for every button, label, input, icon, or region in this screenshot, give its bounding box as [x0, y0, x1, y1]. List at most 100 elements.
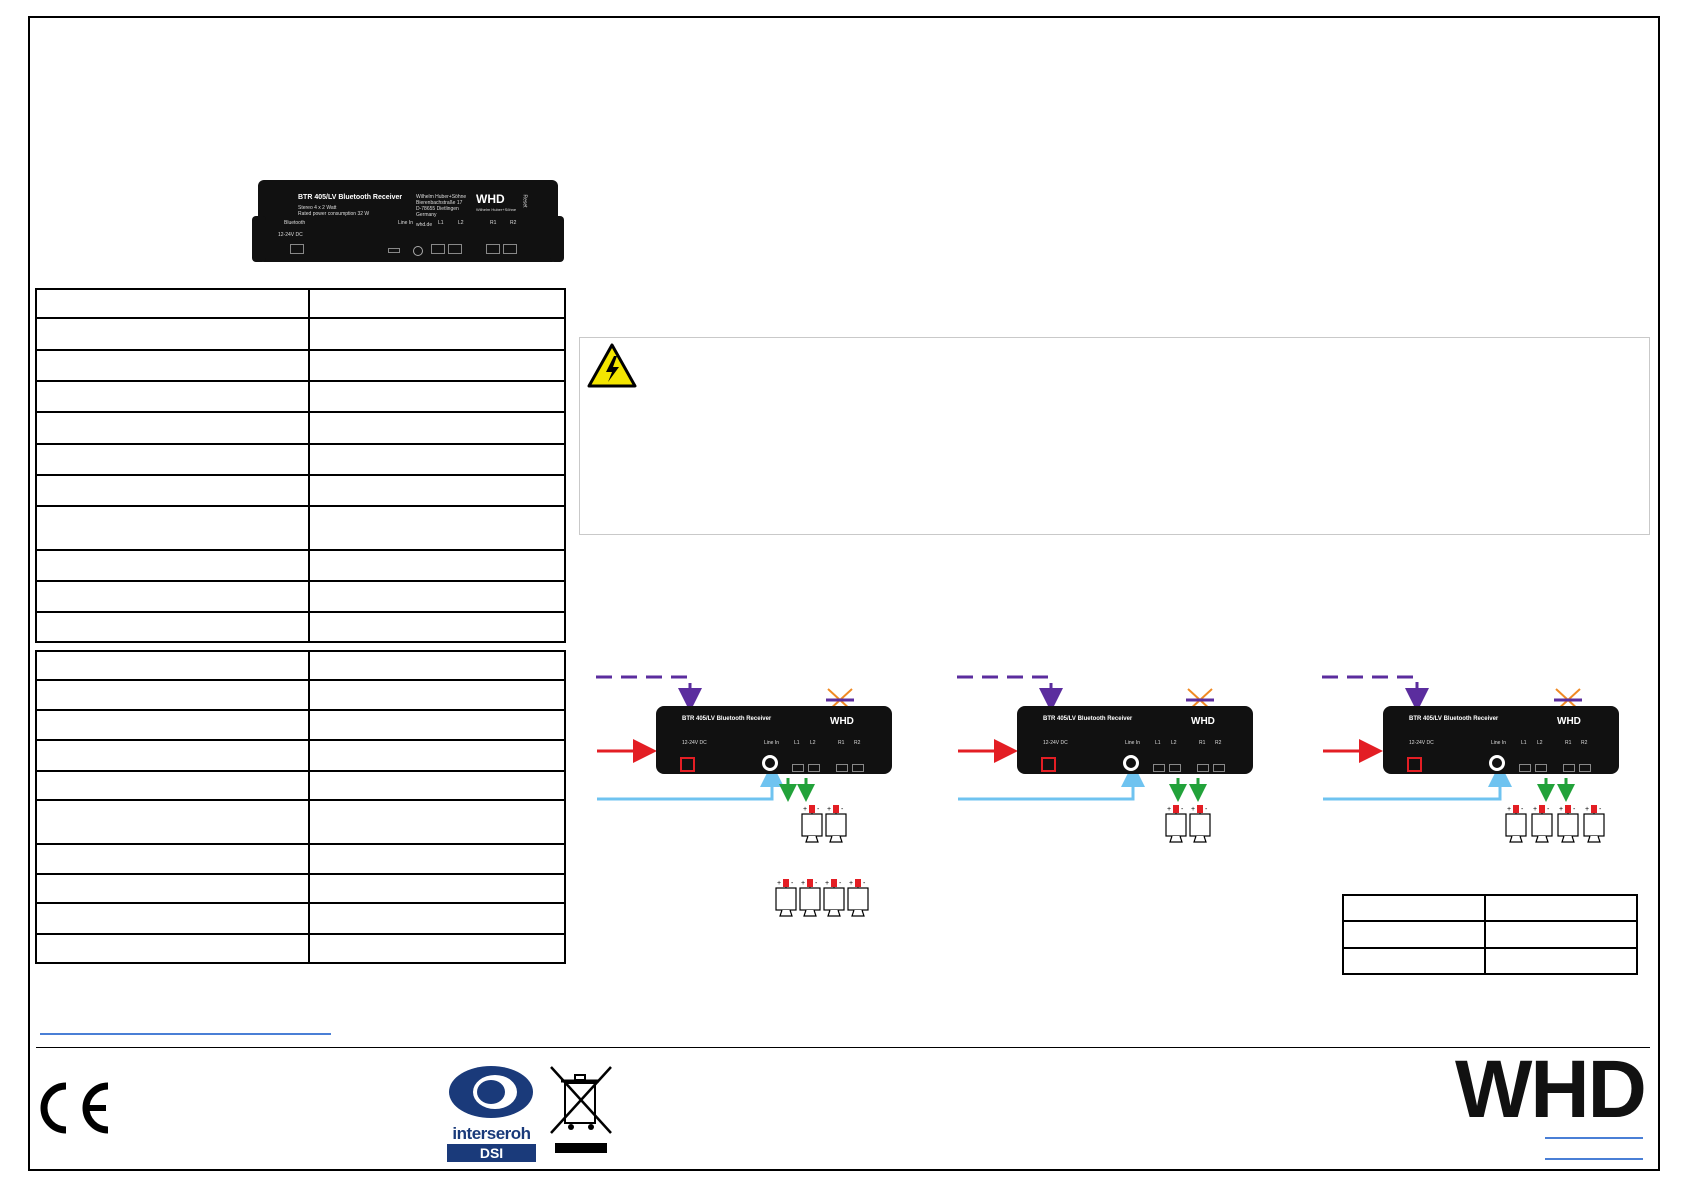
diagram-3-port-box-l2 — [1535, 764, 1547, 772]
product-port-l2 — [448, 244, 462, 254]
diagram-3-port-l1: L1 — [1521, 740, 1527, 746]
diagram-3-port-box-r2 — [1579, 764, 1591, 772]
table-cell — [308, 902, 566, 935]
table-cell — [308, 650, 566, 681]
footer-link-1[interactable] — [1545, 1137, 1643, 1139]
table-row — [35, 505, 566, 551]
table-row — [35, 933, 566, 964]
table-cell — [308, 933, 566, 964]
diagram-3-port-l2: L2 — [1537, 740, 1543, 746]
product-voltage-label: 12-24V DC — [278, 232, 303, 238]
table-cell — [35, 411, 310, 445]
table-cell — [308, 474, 566, 507]
product-port-r2 — [503, 244, 517, 254]
table-row — [35, 873, 566, 904]
diagram-3-brand: WHD — [1557, 716, 1581, 727]
table-cell — [308, 679, 566, 711]
website-link[interactable] — [40, 1033, 331, 1035]
table-row — [35, 288, 566, 319]
table-cell — [1342, 947, 1486, 975]
table-cell — [308, 611, 566, 643]
product-line3: Rated power consumption 32 W — [298, 211, 370, 217]
diagram-1-device-label: BTR 405/LV Bluetooth Receiver — [682, 716, 772, 722]
table-row — [35, 549, 566, 582]
table-cell — [35, 349, 310, 382]
product-port-label-linein: Line In — [398, 220, 414, 226]
product-website: whd.de — [416, 222, 433, 228]
product-bluetooth-label: Bluetooth — [284, 220, 306, 226]
table-cell — [35, 474, 310, 507]
table-row — [35, 650, 566, 681]
footer-divider — [36, 1047, 1650, 1048]
diagram-2-port-box-l2 — [1169, 764, 1181, 772]
table-cell — [308, 505, 566, 551]
diagram-2-port-r1: R1 — [1199, 740, 1206, 746]
table-cell — [35, 505, 310, 551]
diagram-3-voltage: 12-24V DC — [1409, 740, 1434, 746]
diagram-3-port-box-r1 — [1563, 764, 1575, 772]
table-cell — [308, 317, 566, 351]
diagram-1-port-box-l1 — [792, 764, 804, 772]
spec-table-2 — [35, 650, 566, 964]
product-model-label: BTR 405/LV Bluetooth Receiver — [298, 194, 403, 201]
table-cell — [308, 799, 566, 845]
warning-box — [579, 337, 1650, 535]
table-cell — [1342, 920, 1486, 949]
diagram-3-power-port-highlight — [1407, 757, 1422, 772]
diagram-3-device-label: BTR 405/LV Bluetooth Receiver — [1409, 716, 1499, 722]
diagram-3-port-r2: R2 — [1581, 740, 1588, 746]
diagram-1-voltage: 12-24V DC — [682, 740, 707, 746]
footer-link-2[interactable] — [1545, 1158, 1643, 1160]
product-port-l1 — [431, 244, 445, 254]
table-cell — [1484, 920, 1638, 949]
table-cell — [35, 873, 310, 904]
table-row — [35, 679, 566, 711]
table-cell — [308, 443, 566, 476]
diagram-2-device-label: BTR 405/LV Bluetooth Receiver — [1043, 716, 1133, 722]
diagram-2-port-box-r1 — [1197, 764, 1209, 772]
table-row — [1342, 894, 1638, 922]
table-cell — [308, 549, 566, 582]
product-line2: Stereo 4 x 2 Watt — [298, 205, 337, 211]
diagram-3-port-linein: Line In — [1491, 740, 1507, 746]
product-address-2: Bierenbachstraße 17 — [416, 200, 463, 206]
table-cell — [308, 380, 566, 413]
table-row — [35, 411, 566, 445]
product-address-4: Germany — [416, 212, 437, 218]
product-side-label: Reset — [521, 194, 528, 208]
ce-mark-icon — [40, 1082, 109, 1134]
interseroh-swirl-icon — [449, 1066, 533, 1118]
diagram-2-device: BTR 405/LV Bluetooth Receiver 12-24V DC … — [1017, 706, 1253, 774]
table-cell — [35, 933, 310, 964]
diagram-3-device: BTR 405/LV Bluetooth Receiver 12-24V DC … — [1383, 706, 1619, 774]
table-cell — [308, 288, 566, 319]
table-row — [35, 443, 566, 476]
product-address-1: Wilhelm Huber+Söhne — [416, 194, 467, 200]
table-cell — [35, 611, 310, 643]
diagram-1-port-l1: L1 — [794, 740, 800, 746]
table-cell — [35, 799, 310, 845]
interseroh-logo: interseroh DSI — [447, 1065, 536, 1162]
table-cell — [308, 739, 566, 772]
table-cell — [35, 843, 310, 875]
product-photo: BTR 405/LV Bluetooth Receiver Stereo 4 x… — [252, 180, 564, 262]
product-address-3: D-78655 Dietlingen — [416, 206, 459, 212]
table-cell — [308, 411, 566, 445]
diagram-1-port-l2: L2 — [810, 740, 816, 746]
diagram-2-port-l2: L2 — [1171, 740, 1177, 746]
diagram-2-port-l1: L1 — [1155, 740, 1161, 746]
table-cell — [308, 349, 566, 382]
table-row — [35, 739, 566, 772]
table-cell — [35, 317, 310, 351]
diagram-1-port-box-r1 — [836, 764, 848, 772]
product-cap-right — [550, 216, 564, 262]
product-port-label-r1: R1 — [490, 220, 497, 226]
table-row — [35, 770, 566, 801]
whd-logo: WHD — [1455, 1044, 1647, 1135]
diagram-2-brand: WHD — [1191, 716, 1215, 727]
product-port-r1 — [486, 244, 500, 254]
diagram-2-port-r2: R2 — [1215, 740, 1222, 746]
product-usb-port — [388, 248, 400, 253]
diagram-2-power-port-highlight — [1041, 757, 1056, 772]
page-frame — [28, 16, 1660, 1171]
